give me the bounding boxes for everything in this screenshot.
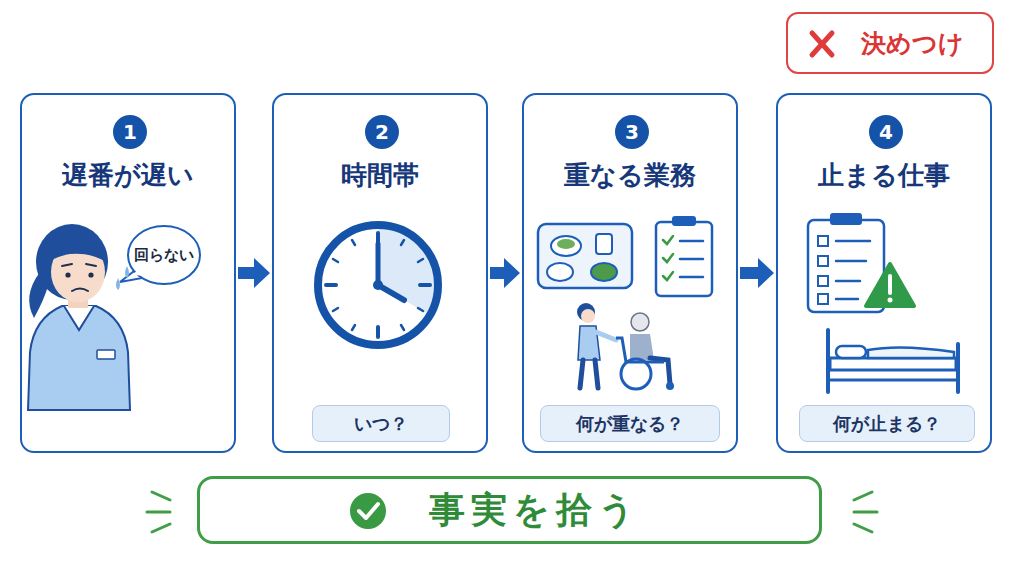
- step-box: 重なる業務 3 何が重なる？: [522, 93, 738, 453]
- flow-arrow: [740, 258, 774, 288]
- callout-number-text: 1: [123, 120, 137, 144]
- callout-number: 3: [615, 115, 649, 149]
- bubble-body: [128, 226, 200, 284]
- flow-arrow: [490, 258, 520, 288]
- flow-arrow: [238, 258, 270, 288]
- warning-badge-text: 決めつけ: [861, 27, 964, 60]
- key-message-pill-text: 事実を拾う: [429, 486, 641, 535]
- question-pill-text: 何が止まる？: [833, 412, 941, 436]
- callout-number-text: 4: [879, 120, 893, 144]
- step-heading: 重なる業務: [524, 159, 736, 191]
- speech-bubble: 回らない: [126, 224, 202, 286]
- callout-number: 2: [365, 115, 399, 149]
- callout-number: 4: [869, 115, 903, 149]
- question-pill: いつ？: [312, 405, 450, 442]
- step-box: 時間帯 2 いつ？: [272, 93, 488, 453]
- question-pill-text: いつ？: [354, 412, 408, 436]
- step-heading: 時間帯: [274, 159, 486, 191]
- step-box: 遅番が遅い 1 回らない: [20, 93, 236, 453]
- step-heading: 遅番が遅い: [22, 159, 234, 191]
- warning-badge: 決めつけ: [786, 12, 994, 74]
- callout-number-text: 2: [375, 120, 389, 144]
- speech-bubble-text: 回らない: [134, 246, 194, 265]
- question-pill: 何が止まる？: [799, 405, 975, 442]
- question-pill: 何が重なる？: [540, 405, 720, 442]
- callout-number: 1: [113, 115, 147, 149]
- callout-number-text: 3: [625, 120, 639, 144]
- bubble-seam: [132, 269, 147, 276]
- step-heading: 止まる仕事: [778, 159, 990, 191]
- key-message-pill: 事実を拾う: [197, 476, 822, 544]
- step-box: 止まる仕事 4 何が止まる？: [776, 93, 992, 453]
- question-pill-text: 何が重なる？: [576, 412, 684, 436]
